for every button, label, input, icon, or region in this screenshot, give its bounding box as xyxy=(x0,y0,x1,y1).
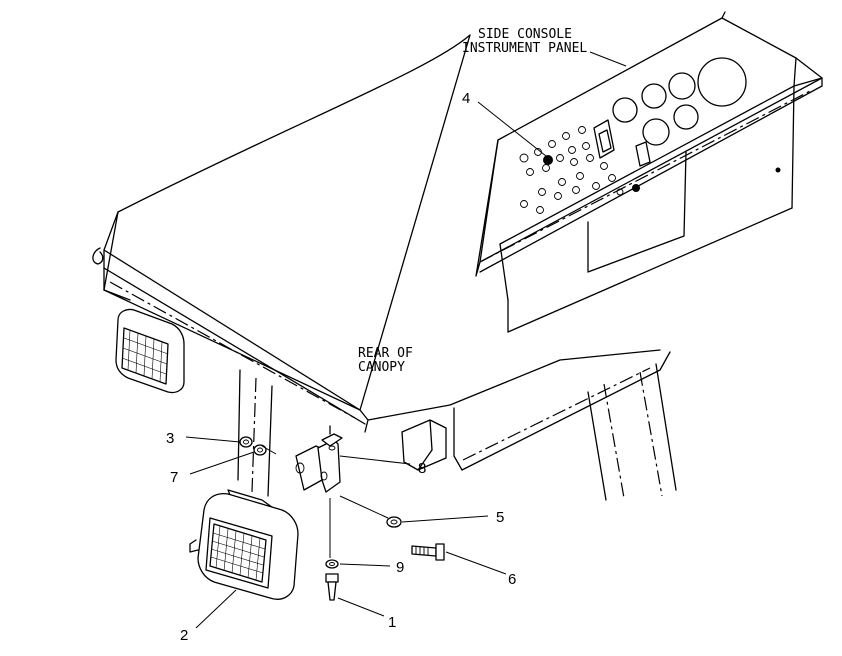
nut-item-7 xyxy=(253,444,267,456)
callout-3: 3 xyxy=(166,430,174,447)
canopy-roof xyxy=(92,34,671,471)
rear-light xyxy=(401,419,447,471)
side-console-panel xyxy=(475,11,823,333)
bolt-item-1 xyxy=(325,573,339,601)
upper-flood-light xyxy=(115,308,185,394)
callout-leaders xyxy=(185,51,627,629)
hardware xyxy=(239,425,445,601)
bolt-item-6 xyxy=(411,543,445,561)
callout-7: 7 xyxy=(170,469,178,486)
side-console-label-line1: SIDE CONSOLE xyxy=(478,27,572,42)
flood-light-assembly xyxy=(189,489,299,600)
callout-4: 4 xyxy=(462,90,470,107)
callout-1: 1 xyxy=(388,614,396,631)
callout-8: 8 xyxy=(418,460,426,477)
rear-of-canopy-label-line1: REAR OF xyxy=(358,346,413,361)
rear-of-canopy-label-line2: CANOPY xyxy=(358,360,405,375)
side-console-label-line2: INSTRUMENT PANEL xyxy=(462,41,587,56)
washer-item-5 xyxy=(386,516,402,528)
callout-2: 2 xyxy=(180,627,188,644)
callout-6: 6 xyxy=(508,571,516,588)
bracket-item-8 xyxy=(295,425,343,493)
canopy-posts xyxy=(237,363,677,501)
washer-item-3 xyxy=(239,436,253,448)
callout-5: 5 xyxy=(496,509,504,526)
callout-9: 9 xyxy=(396,559,404,576)
washer-item-9 xyxy=(325,559,339,569)
